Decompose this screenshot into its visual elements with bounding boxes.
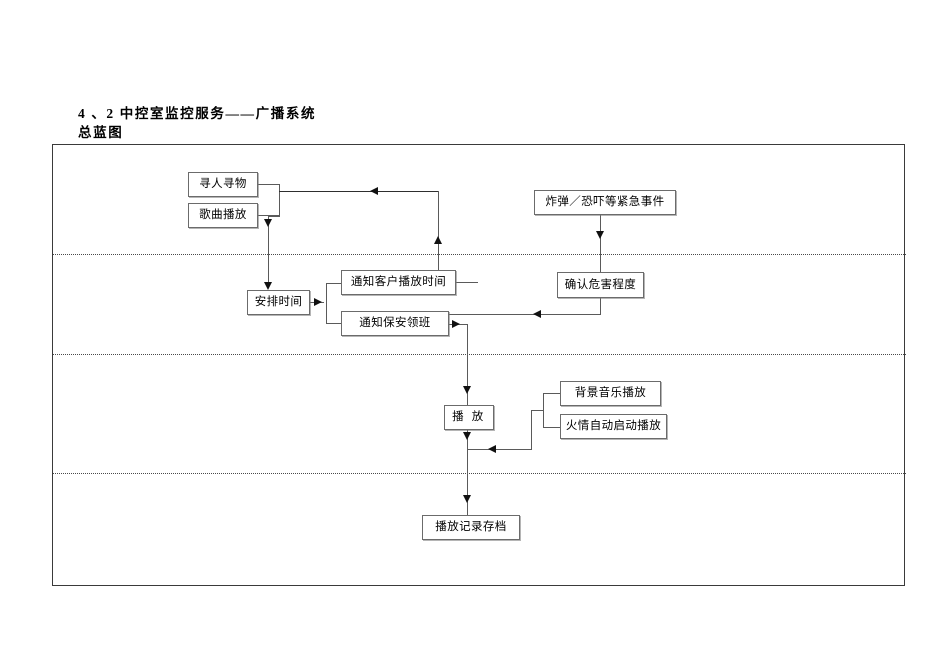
edge-merge-bus bbox=[279, 184, 281, 216]
node-find-person-item[interactable]: 寻人寻物 bbox=[188, 172, 258, 197]
edge-split-to-notify-guard bbox=[326, 323, 342, 325]
edge-archive-in-arrow bbox=[463, 495, 471, 503]
edge-bgm-stub bbox=[543, 393, 561, 395]
node-fire-auto-start-playback[interactable]: 火情自动启动播放 bbox=[560, 414, 667, 439]
node-bomb-threat-emergency[interactable]: 炸弹／恐吓等紧急事件 bbox=[534, 190, 676, 215]
edge-fire-stub bbox=[543, 427, 561, 429]
node-label: 炸弹／恐吓等紧急事件 bbox=[545, 196, 665, 209]
title-line-1: 4 、2 中控室监控服务——广播系统 bbox=[78, 106, 317, 121]
edge-play-in-arrow bbox=[463, 386, 471, 394]
band-divider-3 bbox=[53, 473, 906, 474]
node-notify-client-broadcast-time[interactable]: 通知客户播放时间 bbox=[341, 270, 456, 295]
node-song-playback[interactable]: 歌曲播放 bbox=[188, 203, 258, 228]
node-broadcast-record-archive[interactable]: 播放记录存档 bbox=[422, 515, 520, 540]
edge-audio-merge-out bbox=[531, 410, 544, 412]
edge-guard-down-to-play bbox=[467, 324, 469, 406]
node-arrange-time[interactable]: 安排时间 bbox=[247, 290, 310, 315]
node-label: 背景音乐播放 bbox=[574, 387, 647, 400]
node-notify-security-foreman[interactable]: 通知保安领班 bbox=[341, 311, 449, 336]
edge-top-feedback-run bbox=[279, 191, 439, 193]
band-divider-2 bbox=[53, 354, 906, 355]
edge-top-feedback-arrow bbox=[370, 187, 378, 195]
edge-schedule-split-bus bbox=[326, 283, 328, 323]
edge-n1-stub bbox=[258, 184, 280, 186]
edge-audio-left-arrow bbox=[488, 445, 496, 453]
node-label: 安排时间 bbox=[254, 296, 303, 309]
edge-n2-stub bbox=[258, 215, 280, 217]
node-label: 寻人寻物 bbox=[199, 178, 247, 191]
node-label: 通知客户播放时间 bbox=[350, 276, 447, 289]
edge-audio-left-run bbox=[467, 449, 532, 451]
edge-emergency-down bbox=[600, 215, 602, 272]
node-background-music-playback[interactable]: 背景音乐播放 bbox=[560, 381, 661, 406]
node-label: 播放记录存档 bbox=[435, 521, 507, 534]
edge-schedule-arrow bbox=[264, 282, 272, 290]
title-line-2: 总蓝图 bbox=[78, 125, 124, 140]
edge-play-to-archive bbox=[467, 430, 469, 515]
edge-guard-right-arrow bbox=[452, 320, 460, 328]
node-broadcast[interactable]: 播 放 bbox=[444, 405, 494, 430]
edge-confirm-down bbox=[600, 298, 602, 314]
edge-notify-corner bbox=[438, 282, 478, 284]
node-label: 歌曲播放 bbox=[199, 209, 247, 222]
edge-schedule-out-arrow bbox=[314, 298, 322, 306]
edge-notify-up-arrow bbox=[434, 236, 442, 244]
edge-merge-to-drop bbox=[268, 216, 280, 218]
page-title: 4 、2 中控室监控服务——广播系统 总蓝图 bbox=[78, 104, 778, 142]
band-divider-1 bbox=[53, 254, 906, 255]
edge-confirm-left-arrow bbox=[533, 310, 541, 318]
node-label: 确认危害程度 bbox=[564, 278, 637, 291]
node-label: 播 放 bbox=[452, 411, 486, 424]
edge-play-out-arrow bbox=[463, 432, 471, 440]
edge-confirm-left-run bbox=[449, 314, 601, 316]
edge-drop-arrow-upper bbox=[264, 219, 272, 227]
node-label: 通知保安领班 bbox=[359, 317, 431, 330]
flowchart-frame bbox=[52, 144, 906, 586]
edge-emergency-arrow bbox=[596, 231, 604, 239]
edge-drop-to-schedule bbox=[268, 216, 270, 288]
node-label: 火情自动启动播放 bbox=[565, 420, 662, 433]
node-confirm-hazard-level[interactable]: 确认危害程度 bbox=[557, 272, 644, 298]
edge-audio-down bbox=[531, 410, 533, 449]
edge-split-to-notify-client bbox=[326, 283, 342, 285]
